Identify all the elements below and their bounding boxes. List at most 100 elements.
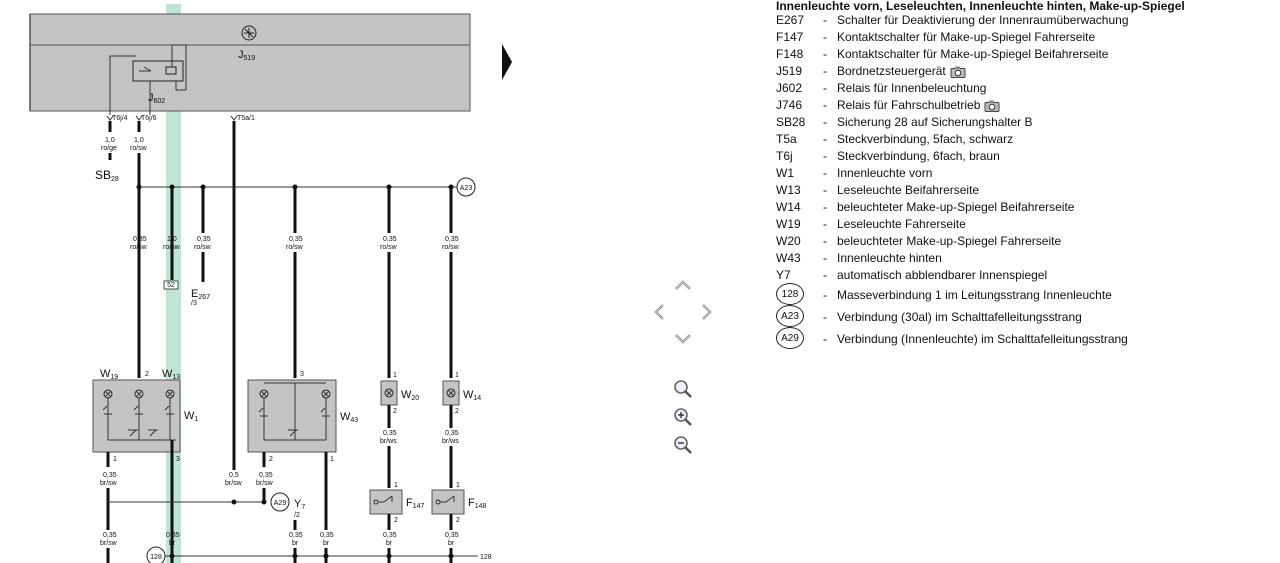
legend-code: T6j (776, 149, 793, 163)
control-unit-j519[interactable]: J519 J602 (29, 13, 471, 115)
legend-description: Relais für Innenbeleuchtung (837, 81, 987, 95)
connector-52[interactable]: 52 (163, 280, 179, 290)
pan-up-button[interactable] (672, 274, 694, 296)
relay-j602[interactable] (109, 44, 187, 115)
legend-code: W13 (776, 183, 801, 197)
pin-label: 1 (330, 456, 334, 463)
pin-label: 3 (300, 371, 304, 378)
wire-size: 1,0 (167, 236, 177, 243)
pin-label: 1 (455, 372, 459, 379)
wiring-diagram: J519 J602 T6j/4 T6j/6 T5a/1 1,0 ro/ge 1,… (29, 4, 512, 563)
legend-code: W19 (776, 217, 801, 231)
legend-code: W14 (776, 200, 801, 214)
wire-size: 0,35 (289, 532, 303, 539)
label-e267-note: /3 (191, 300, 197, 307)
label-y7-note: /2 (294, 512, 300, 519)
navigation-controls (646, 274, 726, 474)
label-f147: F147 (406, 497, 425, 510)
junction-dot (386, 553, 392, 559)
legend-dash: - (823, 251, 827, 265)
next-page-arrow-icon[interactable] (502, 44, 512, 80)
interior-light-front-w1[interactable] (92, 379, 181, 453)
legend-description: Masseverbindung 1 im Leitungsstrang Inne… (837, 288, 1112, 302)
junction-dot (261, 499, 267, 505)
pin-label: 1 (113, 456, 117, 463)
label-w43: W43 (340, 411, 358, 424)
legend-description: Sicherung 28 auf Sicherungshalter B (837, 115, 1033, 129)
junction-dot (231, 499, 237, 505)
wire-color: ro/sw (194, 244, 212, 251)
wire-size: 0,35 (289, 236, 303, 243)
wire-color: br (323, 540, 330, 547)
legend-description: Kontaktschalter für Make-up-Spiegel Beif… (837, 47, 1109, 61)
legend-row: W1-Innenleuchte vorn (776, 165, 1276, 182)
wire-size: 0,35 (103, 472, 117, 479)
legend-dash: - (823, 332, 827, 346)
wire-color: br (448, 540, 455, 547)
magnifier-icon (674, 380, 692, 398)
contact-switch-f147[interactable] (369, 489, 403, 515)
connector-arrow (106, 115, 114, 121)
legend-dash: - (823, 166, 827, 180)
legend-circle-code: A29 (776, 327, 804, 349)
pan-left-button[interactable] (648, 301, 670, 323)
wire-size: 0,35 (445, 430, 459, 437)
zoom-out-icon (674, 436, 692, 454)
marker-128[interactable]: 128 (146, 546, 166, 563)
makeup-mirror-light-w14[interactable] (442, 380, 460, 406)
pin-label: 2 (269, 456, 273, 463)
wire-color: br/ws (380, 438, 397, 445)
legend-dash: - (823, 310, 827, 324)
label-w1: W1 (184, 410, 198, 423)
label-w13: W13 (162, 368, 180, 381)
wire-color: ro/sw (286, 244, 304, 251)
wire-color: br (386, 540, 393, 547)
legend-dash: - (823, 81, 827, 95)
wire-size: 0,35 (133, 236, 147, 243)
zoom-out-button[interactable] (672, 434, 694, 456)
marker-a29[interactable]: A29 (270, 492, 290, 512)
pan-right-button[interactable] (696, 301, 718, 323)
wire-size: 0,35 (197, 236, 211, 243)
wire-color: br/sw (256, 480, 274, 487)
camera-icon[interactable] (984, 100, 1000, 112)
label-j602: J602 (148, 92, 165, 105)
legend-row: J602-Relais für Innenbeleuchtung (776, 80, 1276, 97)
legend-dash: - (823, 30, 827, 44)
legend-row: Y7-automatisch abblendbarer Innenspiegel (776, 267, 1276, 284)
contact-switch-f148[interactable] (431, 489, 465, 515)
junction-dot (136, 184, 142, 190)
wire-color: ro/sw (163, 244, 181, 251)
legend-dash: - (823, 98, 827, 112)
legend-dash: - (823, 115, 827, 129)
legend-circle-code: A23 (776, 305, 804, 327)
chevron-up-icon (675, 280, 691, 290)
makeup-mirror-light-w20[interactable] (380, 380, 398, 406)
wire-size: 0,35 (383, 532, 397, 539)
legend-code: Y7 (776, 268, 791, 282)
camera-icon[interactable] (950, 66, 966, 78)
legend-description: Schalter für Deaktivierung der Innenraum… (837, 13, 1129, 27)
legend-row: F148-Kontaktschalter für Make-up-Spiegel… (776, 46, 1276, 63)
junction-dot (448, 553, 454, 559)
legend-row: E267-Schalter für Deaktivierung der Inne… (776, 12, 1276, 29)
wire-size: 0,35 (383, 236, 397, 243)
wire-size: 1,0 (105, 137, 115, 144)
legend-row: A23-Verbindung (30al) im Schalttafelleit… (776, 305, 1276, 328)
zoom-in-button[interactable] (672, 406, 694, 428)
pin-label: 2 (456, 517, 460, 524)
legend-description: Steckverbindung, 5fach, schwarz (837, 132, 1014, 146)
pan-down-button[interactable] (672, 328, 694, 350)
wire-size: 0,35 (259, 472, 273, 479)
interior-light-rear-w43[interactable] (247, 379, 337, 453)
label-w19: W19 (100, 368, 118, 381)
marker-a23[interactable]: A23 (456, 177, 476, 197)
legend-dash: - (823, 13, 827, 27)
wire-size: 0,35 (383, 430, 397, 437)
conn-t6j6: T6j/6 (141, 115, 157, 122)
legend-dash: - (823, 268, 827, 282)
svg-text:128: 128 (150, 554, 162, 561)
legend-dash: - (823, 132, 827, 146)
chevron-right-icon (702, 304, 712, 320)
zoom-button[interactable] (672, 378, 694, 400)
